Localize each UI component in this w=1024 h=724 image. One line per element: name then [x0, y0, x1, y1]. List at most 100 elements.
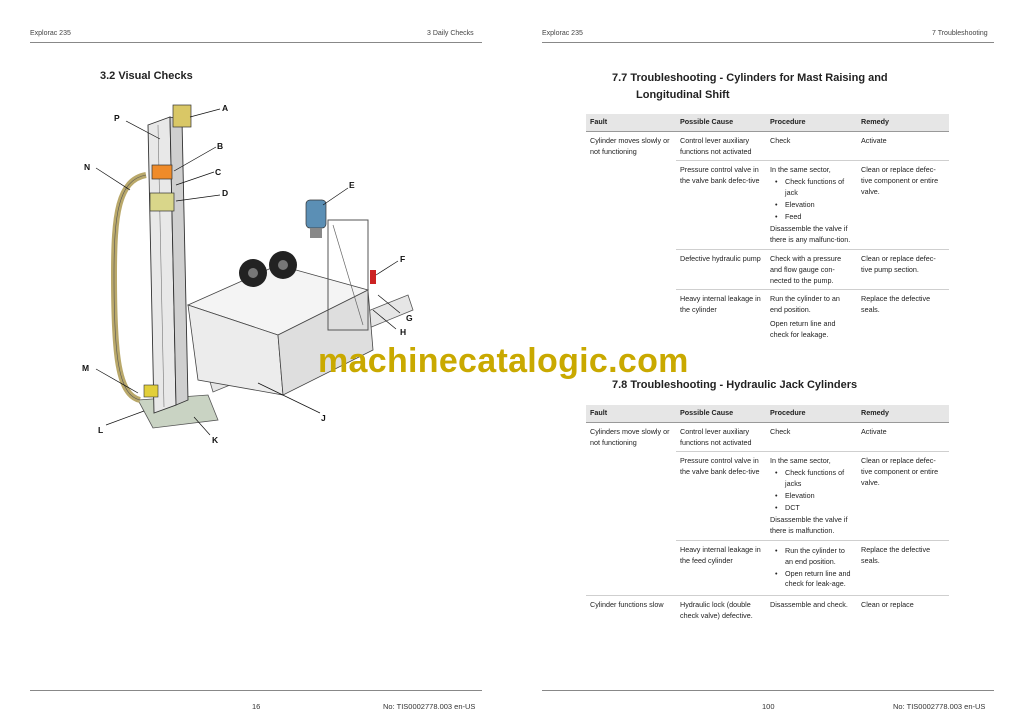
callout-k: K	[212, 435, 219, 445]
procedure-intro: In the same sector,	[770, 165, 831, 175]
procedure-list: Run the cylinder to an end position. Ope…	[770, 546, 853, 590]
procedure-intro: In the same sector,	[770, 456, 831, 466]
callout-m: M	[82, 363, 89, 373]
table-row: Cylinder moves slowly or not functioning…	[586, 130, 949, 161]
procedure-outro: Disassemble the valve if there is any ma…	[770, 224, 851, 245]
cell-cause: Control lever auxiliary functions not ac…	[676, 421, 766, 452]
table-row: Cylinder functions slow Hydraulic lock (…	[586, 595, 949, 625]
list-item: DCT	[770, 503, 853, 514]
section-title-7-8: 7.8 Troubleshooting - Hydraulic Jack Cyl…	[612, 379, 858, 391]
left-doc-number: No: TIS0002778.003 en-US	[383, 702, 476, 711]
list-item: Open return line and check for leak-age.	[770, 569, 853, 591]
cell-cause: Pressure control valve in the valve bank…	[676, 451, 766, 541]
cell-cause: Control lever auxiliary functions not ac…	[676, 130, 766, 161]
callout-g: G	[406, 313, 413, 323]
cell-fault	[586, 249, 676, 289]
cell-fault: Cylinders move slowly or not functioning	[586, 421, 676, 452]
table-header-row: Fault Possible Cause Procedure Remedy	[586, 405, 949, 423]
cell-remedy: Replace the defective seals.	[857, 289, 949, 344]
callout-c: C	[215, 167, 221, 177]
cell-fault: Cylinder moves slowly or not functioning	[586, 130, 676, 161]
col-header-fault: Fault	[586, 114, 676, 132]
callout-p: P	[114, 113, 120, 123]
procedure-list: Check functions of jack Elevation Feed	[770, 177, 853, 222]
section-title-7-7-line2: Longitudinal Shift	[636, 89, 730, 101]
right-doc-number: No: TIS0002778.003 en-US	[893, 702, 986, 711]
cell-procedure: Check with a pressure and flow gauge con…	[766, 248, 857, 290]
table-header-row: Fault Possible Cause Procedure Remedy	[586, 114, 949, 132]
left-page: Explorac 235 3 Daily Checks 3.2 Visual C…	[30, 30, 482, 711]
section-title-7-7: 7.7 Troubleshooting - Cylinders for Mast…	[612, 70, 888, 104]
callout-f: F	[400, 254, 405, 264]
section-title-7-7-line1: 7.7 Troubleshooting - Cylinders for Mast…	[612, 72, 888, 84]
procedure-step: Open return line and check for leakage.	[770, 318, 836, 339]
cell-procedure: Run the cylinder to an end position. Ope…	[766, 289, 857, 344]
callout-h: H	[400, 327, 406, 337]
cell-remedy: Clean or replace	[857, 595, 949, 625]
callout-b: B	[217, 141, 223, 151]
cell-cause: Heavy internal leakage in the cylinder	[676, 289, 766, 344]
list-item: Check functions of jacks	[770, 468, 853, 490]
table-row: Cylinders move slowly or not functioning…	[586, 421, 949, 452]
cell-fault	[586, 540, 676, 595]
cell-fault	[586, 290, 676, 344]
col-header-cause: Possible Cause	[676, 114, 766, 132]
col-header-cause: Possible Cause	[676, 405, 766, 423]
right-header-chapter: 7 Troubleshooting	[932, 30, 988, 37]
cell-fault	[586, 452, 676, 541]
callout-d: D	[222, 188, 228, 198]
cell-procedure: In the same sector, Check functions of j…	[766, 160, 857, 250]
section-title-3-2: 3.2 Visual Checks	[100, 70, 193, 82]
list-item: Run the cylinder to an end position.	[770, 546, 853, 568]
cell-procedure: In the same sector, Check functions of j…	[766, 451, 857, 541]
cell-remedy: Replace the defective seals.	[857, 539, 949, 596]
table-row: Defective hydraulic pump Check with a pr…	[586, 248, 949, 290]
right-page-number: 100	[762, 702, 775, 711]
table-row: Heavy internal leakage in the cylinder R…	[586, 289, 949, 344]
table-7-8: Fault Possible Cause Procedure Remedy Cy…	[586, 405, 949, 625]
cell-procedure: Run the cylinder to an end position. Ope…	[766, 539, 857, 596]
table-row: Pressure control valve in the valve bank…	[586, 451, 949, 541]
list-item: Elevation	[770, 200, 853, 211]
cell-remedy: Activate	[857, 421, 949, 452]
procedure-outro: Disassemble the valve if there is malfun…	[770, 515, 848, 536]
cell-remedy: Clean or replace defec-tive component or…	[857, 160, 949, 250]
col-header-remedy: Remedy	[857, 405, 949, 423]
cell-procedure: Disassemble and check.	[766, 595, 857, 625]
table-7-7: Fault Possible Cause Procedure Remedy Cy…	[586, 114, 949, 344]
list-item: Elevation	[770, 491, 853, 502]
right-header-rule	[542, 42, 994, 43]
cell-cause: Pressure control valve in the valve bank…	[676, 160, 766, 250]
table-row: Pressure control valve in the valve bank…	[586, 160, 949, 250]
callout-n: N	[84, 162, 90, 172]
list-item: Feed	[770, 212, 853, 223]
col-header-procedure: Procedure	[766, 405, 857, 423]
callout-a: A	[222, 103, 228, 113]
col-header-procedure: Procedure	[766, 114, 857, 132]
list-item: Check functions of jack	[770, 177, 853, 199]
col-header-remedy: Remedy	[857, 114, 949, 132]
cell-cause: Defective hydraulic pump	[676, 248, 766, 290]
procedure-list: Check functions of jacks Elevation DCT	[770, 468, 853, 513]
left-header-rule	[30, 42, 482, 43]
left-header-title: Explorac 235	[30, 30, 71, 37]
cell-remedy: Clean or replace defec-tive pump section…	[857, 248, 949, 290]
callout-e: E	[349, 180, 355, 190]
right-footer-rule	[542, 690, 994, 691]
callout-j: J	[321, 413, 326, 423]
right-header-title: Explorac 235	[542, 30, 583, 37]
callout-l: L	[98, 425, 103, 435]
cell-procedure: Check	[766, 421, 857, 452]
cell-fault	[586, 161, 676, 250]
drill-rig-figure: A B C D E F G H J K L M N P	[82, 103, 414, 445]
cell-fault: Cylinder functions slow	[586, 595, 676, 625]
cell-cause: Heavy internal leakage in the feed cylin…	[676, 539, 766, 596]
left-header-chapter: 3 Daily Checks	[427, 30, 474, 37]
cell-procedure: Check	[766, 130, 857, 161]
watermark-text: machinecatalogic.com	[318, 342, 689, 380]
cell-cause: Hydraulic lock (double check valve) defe…	[676, 595, 766, 625]
left-page-number: 16	[252, 702, 261, 711]
cell-remedy: Clean or replace defec-tive component or…	[857, 451, 949, 541]
procedure-step: Run the cylinder to an end position.	[770, 294, 840, 315]
cell-remedy: Activate	[857, 130, 949, 161]
